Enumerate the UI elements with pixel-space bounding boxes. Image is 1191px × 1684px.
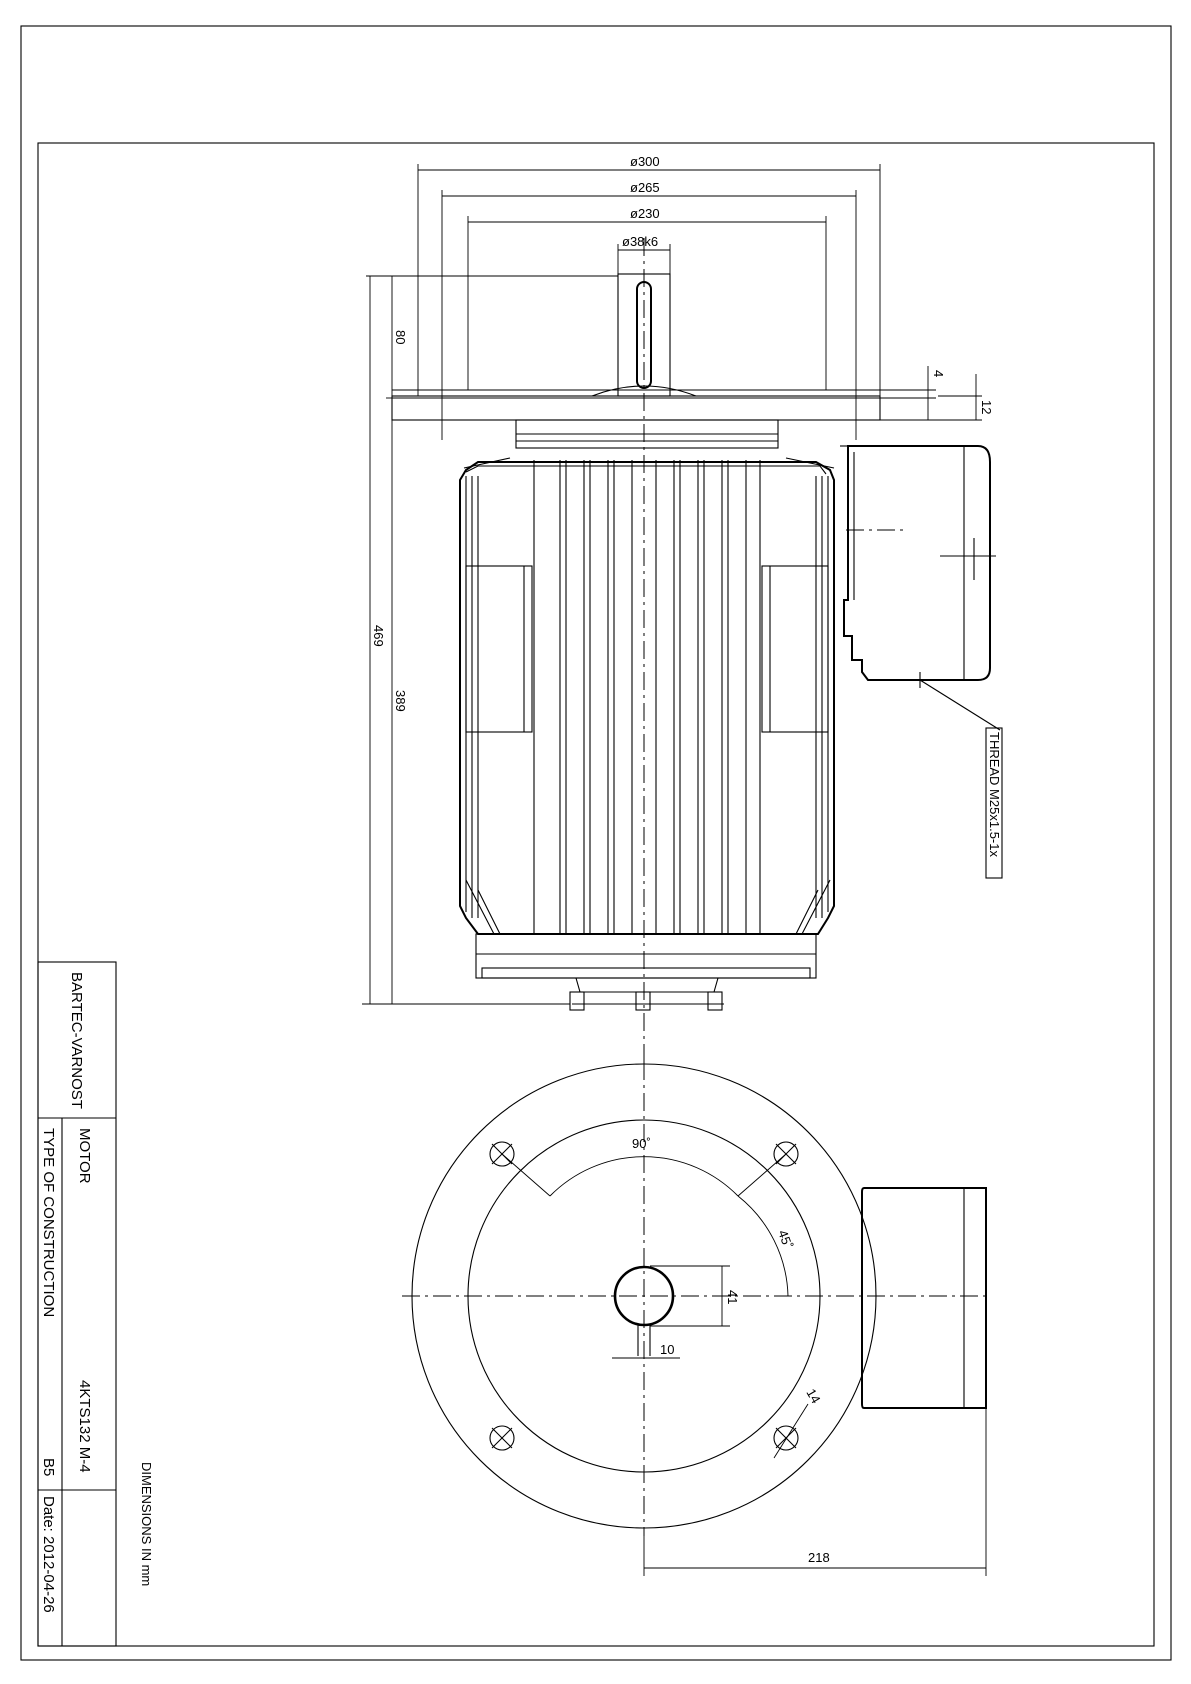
dim-t12: 12: [979, 400, 994, 414]
dim-angle90: 90˚: [632, 1136, 651, 1151]
motor-body: [459, 461, 835, 935]
dim-angle45: 45˚: [775, 1228, 796, 1251]
dim-shaft: ø38k6: [622, 234, 658, 249]
dim-h389: 389: [393, 690, 408, 712]
terminal-box: [843, 445, 991, 681]
end-shield: [475, 933, 817, 979]
dim-key10: 10: [660, 1342, 674, 1357]
company-name: BARTEC-VARNOST: [68, 972, 85, 1109]
dim-key41: 41: [725, 1290, 740, 1304]
construction-code: B5: [40, 1458, 57, 1476]
dim-h469: 469: [371, 625, 386, 647]
outer-border: [20, 25, 1172, 1661]
side-view-dimensions: ø300 ø265 ø230 ø38k6 80 469 389 4 12: [362, 154, 994, 1005]
motor-front-view: 90˚ 45˚ 41 10 14 218: [402, 1062, 990, 1576]
drawing-date: Date: 2012-04-26: [40, 1496, 57, 1613]
motor-side-view: THREAD M25x1.5-1x: [391, 238, 1003, 1070]
type-of-construction-label: TYPE OF CONSTRUCTION: [40, 1128, 57, 1317]
dim-h80: 80: [393, 330, 408, 344]
dim-offset218: 218: [808, 1550, 830, 1565]
right-pad: [761, 565, 829, 733]
left-pad: [465, 565, 533, 733]
cooling-fins: [533, 460, 761, 934]
flange-plate: [391, 395, 881, 421]
product-name: MOTOR: [76, 1128, 93, 1184]
dim-d265: ø265: [630, 180, 660, 195]
motor-model: 4KTS132 M-4: [76, 1380, 93, 1473]
terminal-box-front: [861, 1187, 987, 1409]
dim-d300: ø300: [630, 154, 660, 169]
thread-label: THREAD M25x1.5-1x: [987, 732, 1002, 857]
dim-hole14: 14: [803, 1386, 823, 1406]
inner-border: [37, 142, 1155, 1647]
dim-t4: 4: [931, 370, 946, 377]
units-note: DIMENSIONS IN mm: [139, 1462, 154, 1586]
title-block: BARTEC-VARNOST MOTOR TYPE OF CONSTRUCTIO…: [37, 961, 154, 1647]
dim-d230: ø230: [630, 206, 660, 221]
